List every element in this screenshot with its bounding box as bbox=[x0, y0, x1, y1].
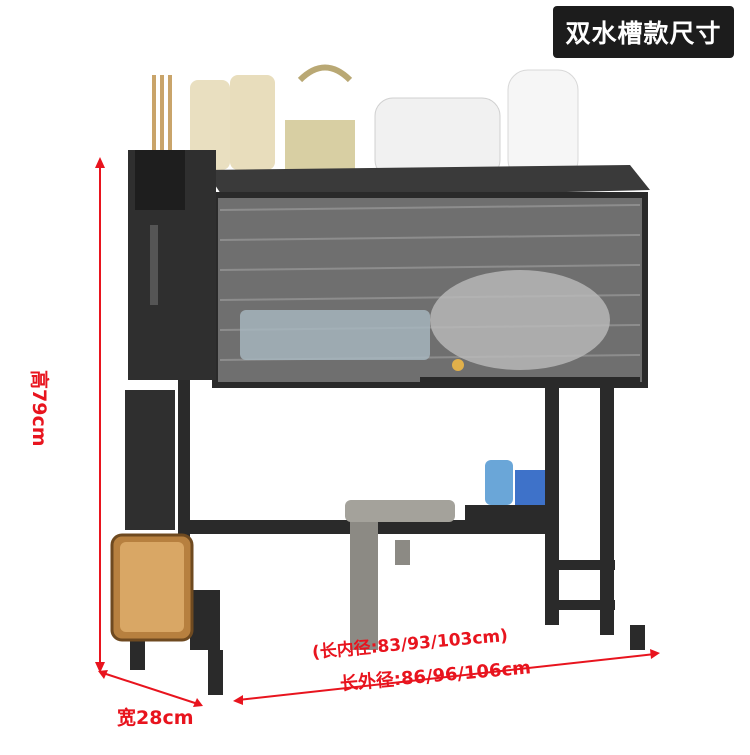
length-dimension-line bbox=[233, 649, 660, 705]
kettle-appliances bbox=[152, 64, 579, 181]
width-dimension-line bbox=[98, 670, 203, 707]
upper-cabinet bbox=[205, 165, 650, 388]
side-utensil-holder bbox=[125, 150, 216, 530]
page-title: 双水槽款尺寸 bbox=[553, 6, 734, 58]
width-label: 宽28cm bbox=[117, 707, 194, 729]
height-label: 高79cm bbox=[28, 370, 50, 447]
cleaning-items bbox=[465, 460, 550, 523]
cutting-board bbox=[110, 533, 194, 642]
faucet bbox=[345, 500, 455, 650]
height-dimension-line bbox=[95, 157, 105, 673]
